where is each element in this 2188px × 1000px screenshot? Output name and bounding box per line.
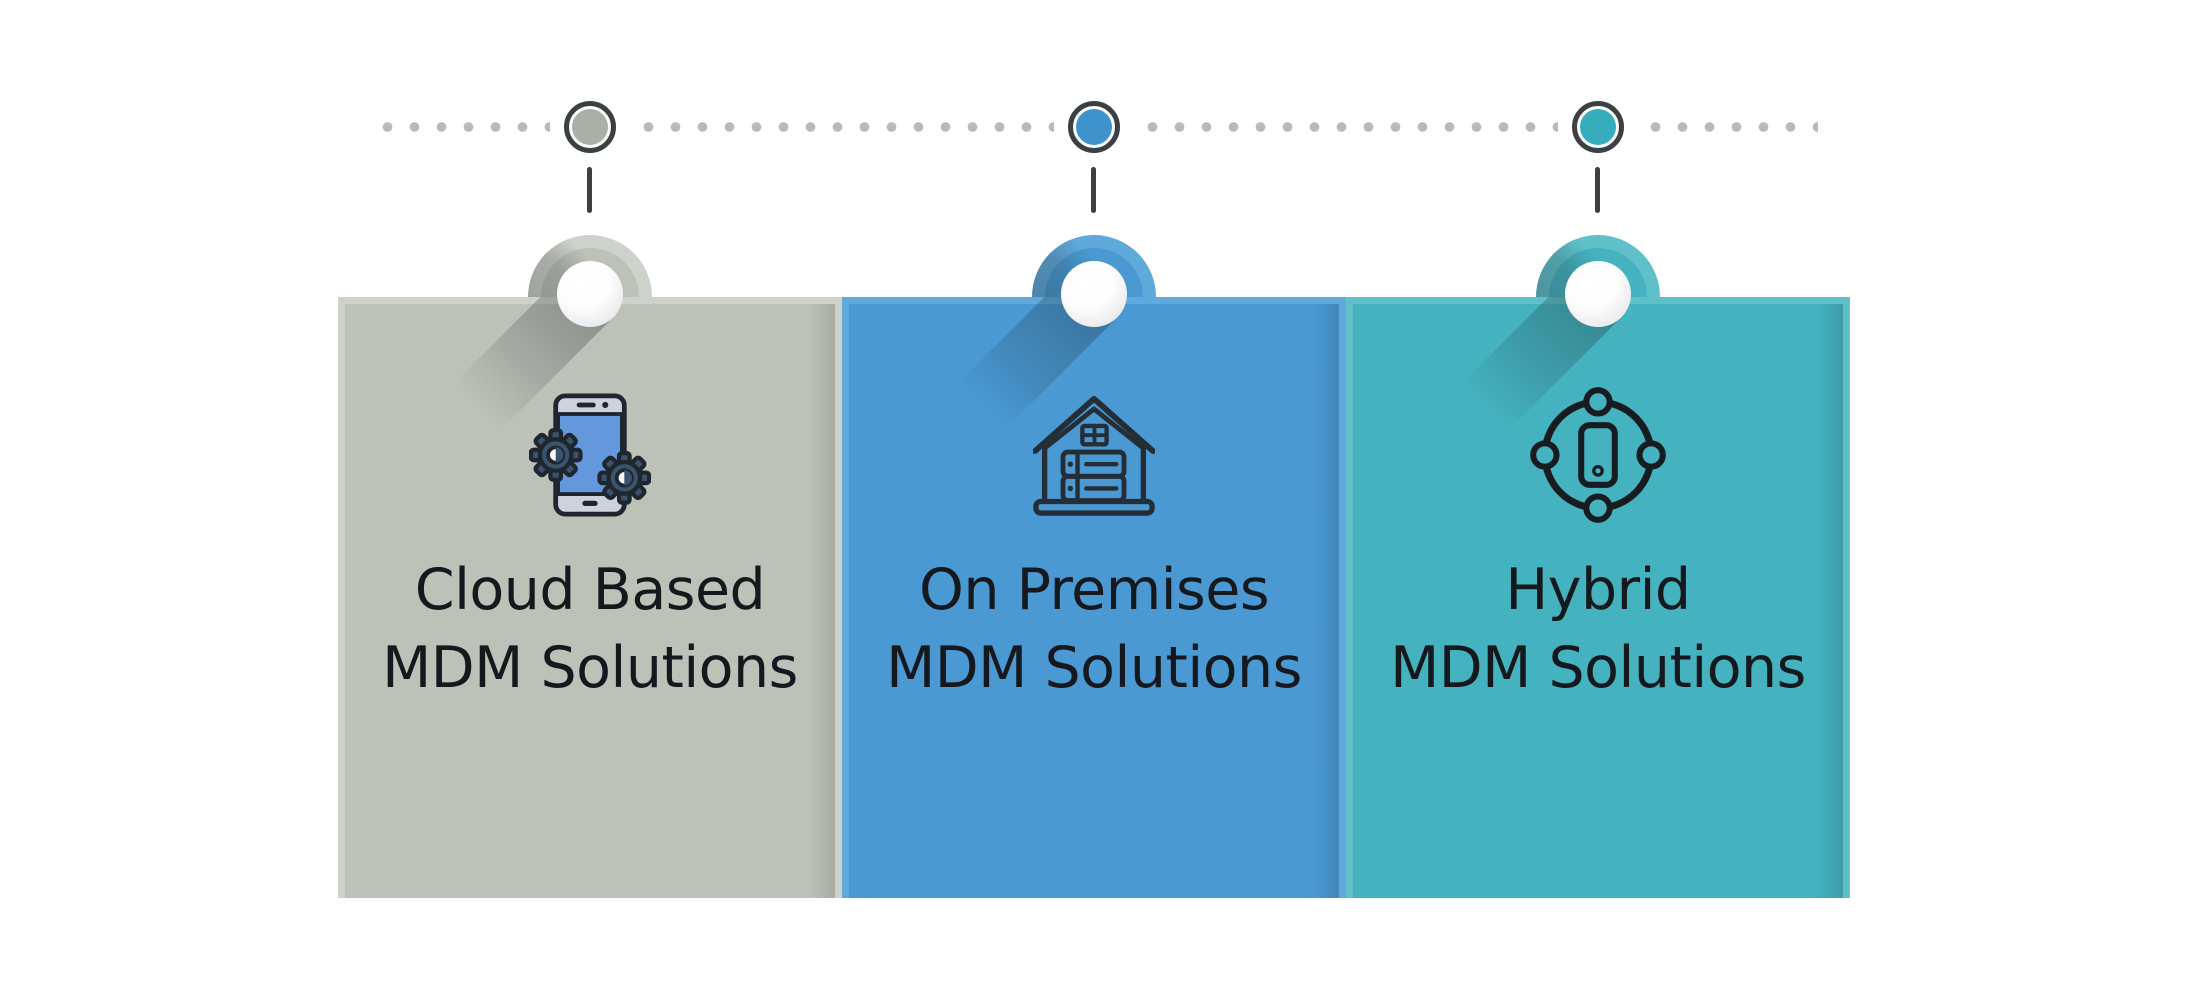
connected-device-icon bbox=[1530, 387, 1666, 523]
card-title-line1: On Premises bbox=[918, 557, 1270, 623]
gear-icon bbox=[529, 428, 583, 482]
card-icon-box bbox=[338, 385, 842, 525]
card-title-line2: MDM Solutions bbox=[382, 635, 798, 701]
timeline-node-on-premises bbox=[1068, 101, 1120, 153]
timeline-connector bbox=[1091, 167, 1096, 213]
timeline-node-hybrid bbox=[1572, 101, 1624, 153]
card-icon-box bbox=[1346, 385, 1850, 525]
card-icon-box bbox=[842, 385, 1346, 525]
warehouse-servers-icon bbox=[1033, 395, 1155, 516]
card-title-line1: Cloud Based bbox=[414, 557, 766, 623]
timeline-dots-segment bbox=[1642, 122, 1818, 132]
timeline-node-dot bbox=[572, 109, 608, 145]
card-title-line2: MDM Solutions bbox=[1390, 635, 1806, 701]
timeline-node-dot bbox=[1580, 109, 1616, 145]
card-body: Cloud Based MDM Solutions bbox=[338, 297, 842, 898]
card-on-premises: On Premises MDM Solutions bbox=[842, 235, 1346, 898]
timeline-dots-segment bbox=[1139, 122, 1558, 132]
pin-ball bbox=[557, 261, 623, 327]
card-title: On Premises MDM Solutions bbox=[842, 551, 1346, 707]
phone-gears-icon bbox=[529, 393, 651, 517]
card-title-line2: MDM Solutions bbox=[886, 635, 1302, 701]
card-fill bbox=[849, 304, 1339, 898]
pin-ball bbox=[1061, 261, 1127, 327]
pin-ball bbox=[1565, 261, 1631, 327]
timeline-node-cloud bbox=[564, 101, 616, 153]
timeline-dots-segment bbox=[374, 122, 550, 132]
card-hybrid: Hybrid MDM Solutions bbox=[1346, 235, 1850, 898]
card-title: Hybrid MDM Solutions bbox=[1346, 551, 1850, 707]
card-body: Hybrid MDM Solutions bbox=[1346, 297, 1850, 898]
card-cloud-based: Cloud Based MDM Solutions bbox=[338, 235, 842, 898]
card-title-line1: Hybrid bbox=[1505, 557, 1691, 623]
timeline-dots-segment bbox=[635, 122, 1054, 132]
timeline-connector bbox=[587, 167, 592, 213]
timeline-connector bbox=[1595, 167, 1600, 213]
card-body: On Premises MDM Solutions bbox=[842, 297, 1346, 898]
card-title: Cloud Based MDM Solutions bbox=[338, 551, 842, 707]
gear-icon bbox=[597, 450, 651, 505]
timeline-node-dot bbox=[1076, 109, 1112, 145]
